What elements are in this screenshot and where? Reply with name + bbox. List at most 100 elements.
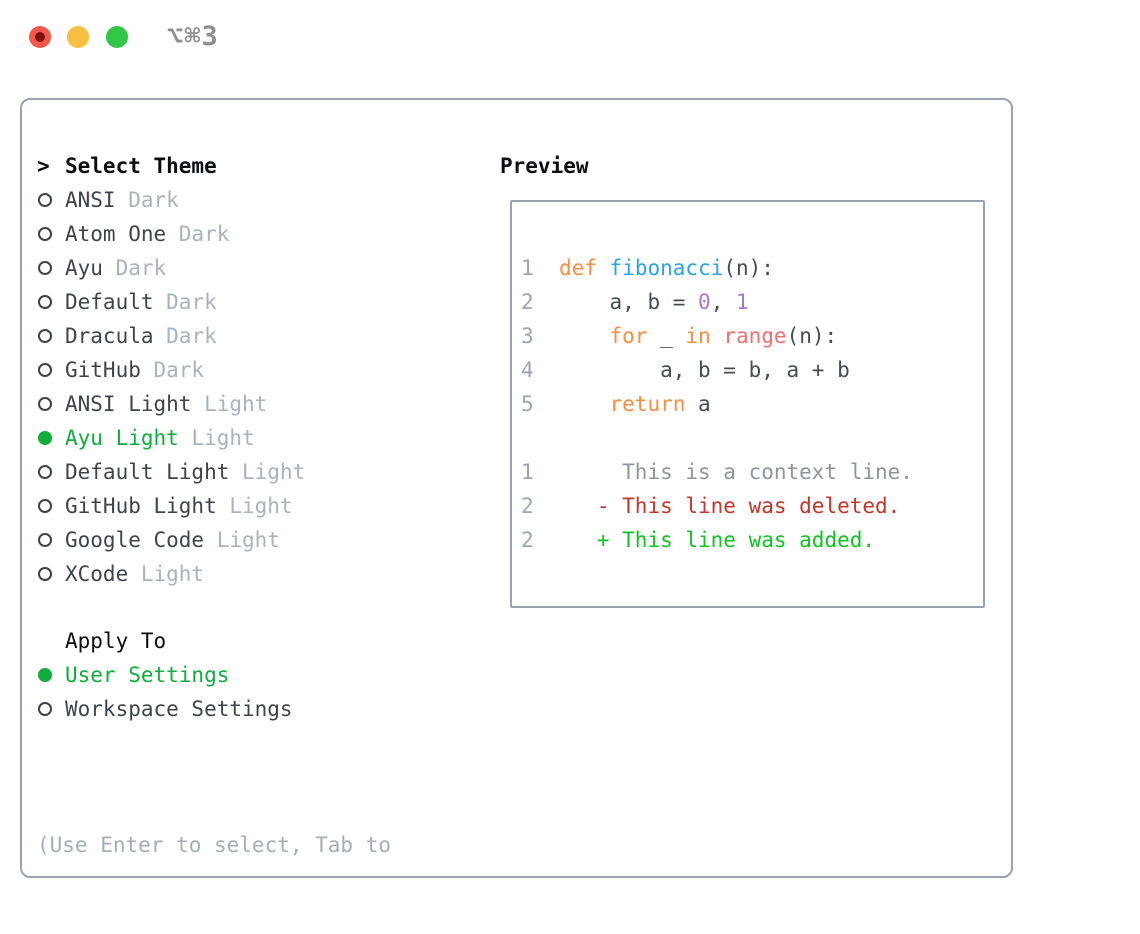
- code-token: (n):: [786, 324, 838, 348]
- theme-option-label: Dracula: [65, 324, 154, 348]
- traffic-light-zoom-button[interactable]: [106, 26, 128, 48]
- theme-variant: Light: [178, 426, 255, 450]
- theme-variant: Dark: [102, 256, 167, 280]
- radio-unselected-icon: [38, 499, 52, 513]
- theme-option[interactable]: ANSI Dark: [37, 183, 305, 217]
- hint-line-1: (Use Enter to select, Tab to: [37, 833, 392, 857]
- titlebar: ⌥⌘3: [0, 0, 1140, 75]
- theme-option-label: ANSI Light: [65, 392, 192, 416]
- theme-option[interactable]: Atom One Dark: [37, 217, 305, 251]
- theme-variant: Dark: [115, 188, 179, 212]
- line-number: 5: [521, 392, 534, 416]
- code-token: [534, 256, 559, 280]
- line-number: 4: [521, 358, 534, 382]
- code-token: [597, 256, 610, 280]
- theme-variant: Light: [204, 528, 280, 552]
- radio-unselected-icon: [38, 363, 52, 377]
- select-theme-title: Select Theme: [65, 154, 217, 178]
- radio-unselected-icon: [38, 465, 52, 479]
- code-token: for: [609, 324, 648, 348]
- theme-option[interactable]: Google Code Light: [37, 523, 305, 557]
- theme-option-label: Ayu: [65, 256, 103, 280]
- radio-selected-icon: [38, 668, 52, 682]
- window-title: ⌥⌘3: [167, 21, 219, 52]
- theme-option-label: ANSI: [65, 188, 116, 212]
- preview-title: Preview: [500, 154, 589, 178]
- code-token: in: [685, 324, 711, 348]
- code-token: range: [723, 324, 787, 348]
- code-token: [534, 528, 597, 552]
- theme-option-label: Ayu Light: [65, 426, 179, 450]
- theme-option-label: Google Code: [65, 528, 205, 552]
- theme-option[interactable]: Ayu Dark: [37, 251, 305, 285]
- theme-option[interactable]: Ayu Light Light: [37, 421, 305, 455]
- selection-cursor-icon: >: [37, 154, 50, 178]
- code-token: - This line was deleted.: [596, 494, 901, 518]
- code-line: 3 for _ in range(n):: [521, 319, 983, 353]
- apply-to-option-label: Workspace Settings: [65, 697, 293, 721]
- theme-option-label: GitHub: [65, 358, 141, 382]
- theme-variant: Light: [128, 562, 205, 586]
- traffic-light-minimize-button[interactable]: [67, 26, 89, 48]
- traffic-light-close-button[interactable]: [29, 26, 51, 48]
- code-token: [711, 324, 724, 348]
- code-line: 2 + This line was added.: [521, 523, 983, 557]
- radio-unselected-icon: [38, 227, 52, 241]
- code-token: + This line was added.: [596, 528, 876, 552]
- theme-option[interactable]: GitHub Light Light: [37, 489, 305, 523]
- close-dot-icon: [35, 32, 45, 42]
- theme-variant: Light: [191, 392, 268, 416]
- theme-option[interactable]: GitHub Dark: [37, 353, 305, 387]
- line-number: 2: [521, 290, 534, 314]
- select-theme-header: > Select Theme: [37, 149, 305, 183]
- theme-option[interactable]: XCode Light: [37, 557, 305, 591]
- code-token: fibonacci: [609, 256, 724, 280]
- code-token: a, b = b, a + b: [533, 358, 850, 382]
- code-token: 0: [698, 290, 711, 314]
- theme-option-label: Default: [65, 290, 154, 314]
- radio-unselected-icon: [38, 261, 52, 275]
- theme-variant: Light: [229, 460, 306, 484]
- theme-option[interactable]: Default Light Light: [37, 455, 305, 489]
- radio-unselected-icon: [38, 702, 52, 716]
- apply-to-option[interactable]: Workspace Settings: [37, 692, 293, 726]
- code-token: [534, 392, 610, 416]
- line-number: 3: [521, 324, 534, 348]
- code-line: 2 - This line was deleted.: [521, 489, 983, 523]
- theme-variant: Dark: [153, 324, 217, 348]
- code-token: 1: [735, 290, 749, 314]
- theme-option-label: Atom One: [65, 222, 167, 246]
- theme-option-label: GitHub Light: [65, 494, 217, 518]
- code-token: return: [609, 392, 686, 416]
- code-line: 1 This is a context line.: [521, 455, 983, 489]
- code-token: ,: [710, 290, 736, 314]
- code-token: (n):: [723, 256, 774, 280]
- code-line: [521, 421, 983, 455]
- code-line: 1 def fibonacci(n):: [521, 251, 983, 285]
- radio-selected-icon: [38, 431, 52, 445]
- radio-unselected-icon: [38, 533, 52, 547]
- theme-option-label: Default Light: [65, 460, 230, 484]
- line-number: 2: [521, 528, 534, 552]
- line-number: 1: [521, 460, 534, 484]
- code-line: 2 a, b = 0, 1: [521, 285, 983, 319]
- theme-option[interactable]: Default Dark: [37, 285, 305, 319]
- hint-text: (Use Enter to select, Tab to change focu…: [37, 760, 391, 934]
- code-line: 5 return a: [521, 387, 983, 421]
- theme-option[interactable]: Dracula Dark: [37, 319, 305, 353]
- line-number: 1: [521, 256, 534, 280]
- code-token: [534, 324, 610, 348]
- radio-unselected-icon: [38, 193, 52, 207]
- code-token: a, b =: [533, 290, 699, 314]
- radio-unselected-icon: [38, 295, 52, 309]
- apply-to-header: Apply To: [37, 624, 293, 658]
- apply-to-option[interactable]: User Settings: [37, 658, 293, 692]
- theme-option[interactable]: ANSI Light Light: [37, 387, 305, 421]
- theme-option-label: XCode: [65, 562, 129, 586]
